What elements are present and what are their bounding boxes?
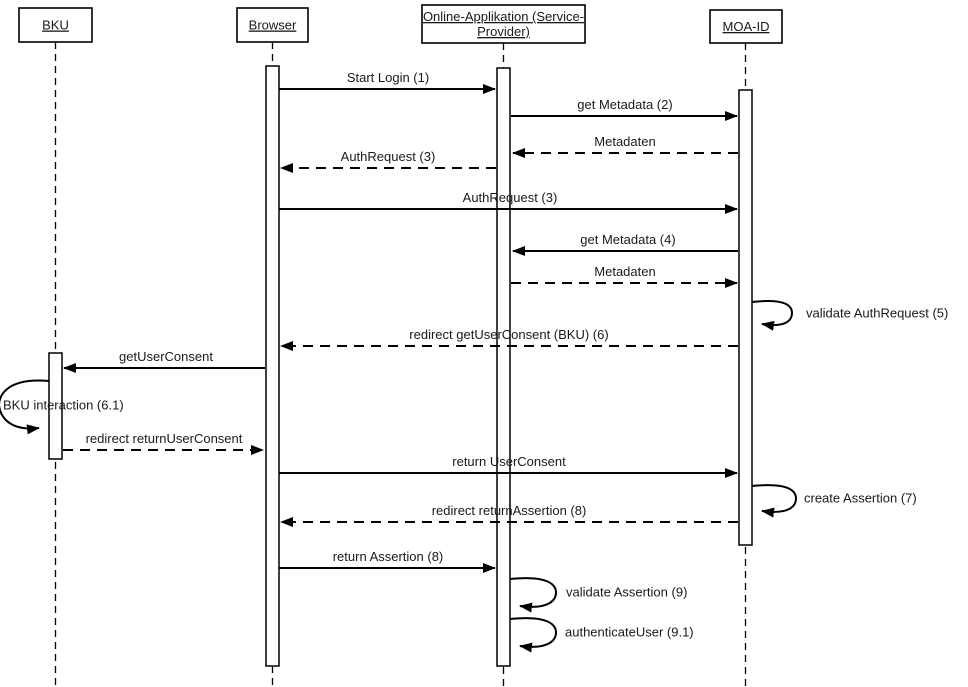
self-message-label-validate-authrequest-5: validate AuthRequest (5) xyxy=(806,306,948,321)
message-redirect-returnuserconsent: redirect returnUserConsent xyxy=(63,431,264,455)
self-message-arrow-bku-interaction-6-1 xyxy=(0,379,50,435)
message-metadaten-return-2: Metadaten xyxy=(512,134,738,158)
actor-box-bku xyxy=(18,7,93,43)
message-label-get-metadata-2: get Metadata (2) xyxy=(577,97,672,112)
self-message-arrow-validate-assertion-9 xyxy=(509,577,558,613)
message-authrequest-3: AuthRequest (3) xyxy=(279,190,738,214)
message-label-getuserconsent: getUserConsent xyxy=(119,349,213,364)
message-redirect-returnassertion-8: redirect returnAssertion (8) xyxy=(280,503,738,527)
actor-browser: Browser xyxy=(236,7,309,43)
message-label-metadaten-return-4: Metadaten xyxy=(594,264,655,279)
message-return-assertion-8: return Assertion (8) xyxy=(279,549,496,573)
message-label-start-login-1: Start Login (1) xyxy=(347,70,429,85)
message-authrequest-3-redirect: AuthRequest (3) xyxy=(280,149,496,173)
actor-box-online-app xyxy=(421,4,586,44)
actor-label-moa-id: MOA-ID xyxy=(723,19,770,34)
self-message-label-validate-assertion-9: validate Assertion (9) xyxy=(566,585,687,600)
actor-label-browser: Browser xyxy=(249,18,297,33)
self-message-label-create-assertion-7: create Assertion (7) xyxy=(804,491,917,506)
message-label-redirect-returnuserconsent: redirect returnUserConsent xyxy=(86,431,243,446)
self-message-create-assertion-7: create Assertion (7) xyxy=(751,484,917,518)
activation-bar-bku xyxy=(48,352,63,460)
actor-label-online-app: Online-Applikation (Service-Provider) xyxy=(423,9,584,39)
message-label-return-userconsent: return UserConsent xyxy=(452,454,566,469)
message-get-metadata-2: get Metadata (2) xyxy=(511,97,738,121)
self-message-arrow-create-assertion-7 xyxy=(751,484,798,518)
self-message-validate-assertion-9: validate Assertion (9) xyxy=(509,577,687,613)
message-label-redirect-returnassertion-8: redirect returnAssertion (8) xyxy=(432,503,587,518)
self-message-validate-authrequest-5: validate AuthRequest (5) xyxy=(751,300,948,331)
actor-box-browser xyxy=(236,7,309,43)
actor-label-bku: BKU xyxy=(42,18,69,33)
message-label-return-assertion-8: return Assertion (8) xyxy=(333,549,444,564)
message-getuserconsent: getUserConsent xyxy=(63,349,265,373)
activation-bar-online-app xyxy=(496,67,511,667)
self-message-bku-interaction-6-1: BKU interaction (6.1) xyxy=(0,379,124,435)
self-message-arrow-validate-authrequest-5 xyxy=(751,300,794,331)
message-get-metadata-4: get Metadata (4) xyxy=(512,232,738,256)
message-label-metadaten-return-2: Metadaten xyxy=(594,134,655,149)
self-message-label-bku-interaction-6-1: BKU interaction (6.1) xyxy=(3,398,124,413)
message-label-authrequest-3-redirect: AuthRequest (3) xyxy=(341,149,436,164)
message-return-userconsent: return UserConsent xyxy=(279,454,738,478)
message-redirect-getuserconsent-6: redirect getUserConsent (BKU) (6) xyxy=(280,327,738,351)
actor-moa-id: MOA-ID xyxy=(709,9,783,44)
actor-bku: BKU xyxy=(18,7,93,43)
activation-bar-moa-id xyxy=(738,89,753,546)
message-label-get-metadata-4: get Metadata (4) xyxy=(580,232,675,247)
actor-online-app: Online-Applikation (Service-Provider) xyxy=(421,4,586,44)
actor-box-moa-id xyxy=(709,9,783,44)
message-label-authrequest-3: AuthRequest (3) xyxy=(463,190,558,205)
message-start-login-1: Start Login (1) xyxy=(279,70,496,94)
self-message-arrow-authenticateuser-9-1 xyxy=(509,617,558,653)
activation-bar-browser xyxy=(265,65,280,667)
message-metadaten-return-4: Metadaten xyxy=(511,264,738,288)
self-message-label-authenticateuser-9-1: authenticateUser (9.1) xyxy=(565,625,694,640)
message-label-redirect-getuserconsent-6: redirect getUserConsent (BKU) (6) xyxy=(409,327,608,342)
self-message-authenticateuser-9-1: authenticateUser (9.1) xyxy=(509,617,694,653)
